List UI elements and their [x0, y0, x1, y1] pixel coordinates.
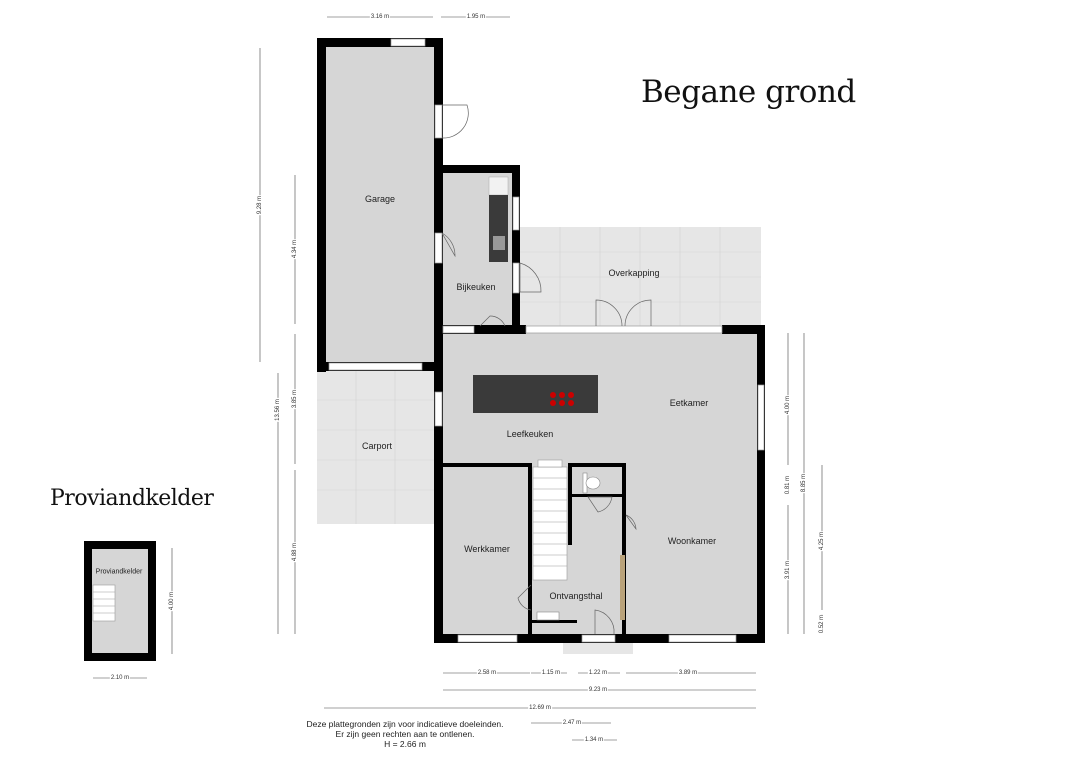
dim-bottom-woonkamer: 3.89 m [677, 670, 699, 676]
dim-bottom-total: 12.69 m [528, 705, 552, 711]
dim-right-lower: 4.25 m [819, 530, 825, 552]
room-label-eetkamer: Eetkamer [669, 398, 709, 408]
carport-area [317, 370, 434, 524]
dim-kelder-length: 4.00 m [169, 590, 175, 612]
room-label-overkapping: Overkapping [608, 268, 660, 278]
dim-right-woonkamer: 3.91 m [785, 559, 791, 581]
room-label-ontvangsthal: Ontvangsthal [549, 591, 603, 601]
dim-bottom-entry: 2.47 m [561, 720, 583, 726]
dim-bottom-hall: 1.22 m [587, 670, 609, 676]
floor-title: Begane grond [641, 74, 856, 110]
dim-left-werkkamer: 4.88 m [292, 541, 298, 563]
dim-kelder-width: 2.10 m [109, 675, 131, 681]
disclaimer-line-2: Er zijn geen rechten aan te ontlenen. [335, 729, 475, 739]
dim-left-bijkeuken: 4.34 m [292, 238, 298, 260]
dim-right-small: 0.52 m [819, 613, 825, 635]
dim-top-garage: 3.16 m [369, 14, 391, 20]
dim-bottom-house: 9.23 m [587, 687, 609, 693]
dim-right-gap: 0.81 m [785, 474, 791, 496]
kelder-title: Proviandkelder [50, 486, 214, 511]
dim-right-total: 8.85 m [801, 472, 807, 494]
dim-right-eetkamer: 4.00 m [785, 394, 791, 416]
dim-bottom-werkkamer: 2.58 m [476, 670, 498, 676]
room-label-carport: Carport [361, 441, 393, 451]
room-label-garage: Garage [364, 194, 396, 204]
dim-left-leefkeuken: 3.85 m [292, 388, 298, 410]
dim-bottom-stairs: 1.15 m [540, 670, 562, 676]
room-label-bijkeuken: Bijkeuken [456, 282, 496, 292]
room-label-proviandkelder: Proviandkelder [95, 568, 143, 576]
dim-bottom-porch: 1.34 m [583, 737, 605, 743]
dim-top-bijkeuken: 1.95 m [465, 14, 487, 20]
disclaimer: Deze plattegronden zijn voor indicatieve… [280, 719, 530, 749]
dim-left-carport: 13.56 m [275, 398, 281, 422]
disclaimer-line-3: H = 2.66 m [384, 739, 426, 749]
room-label-woonkamer: Woonkamer [667, 536, 717, 546]
disclaimer-line-1: Deze plattegronden zijn voor indicatieve… [306, 719, 504, 729]
room-label-werkkamer: Werkkamer [464, 544, 510, 554]
room-label-leefkeuken: Leefkeuken [506, 429, 554, 439]
dim-left-garage: 9.28 m [257, 194, 263, 216]
